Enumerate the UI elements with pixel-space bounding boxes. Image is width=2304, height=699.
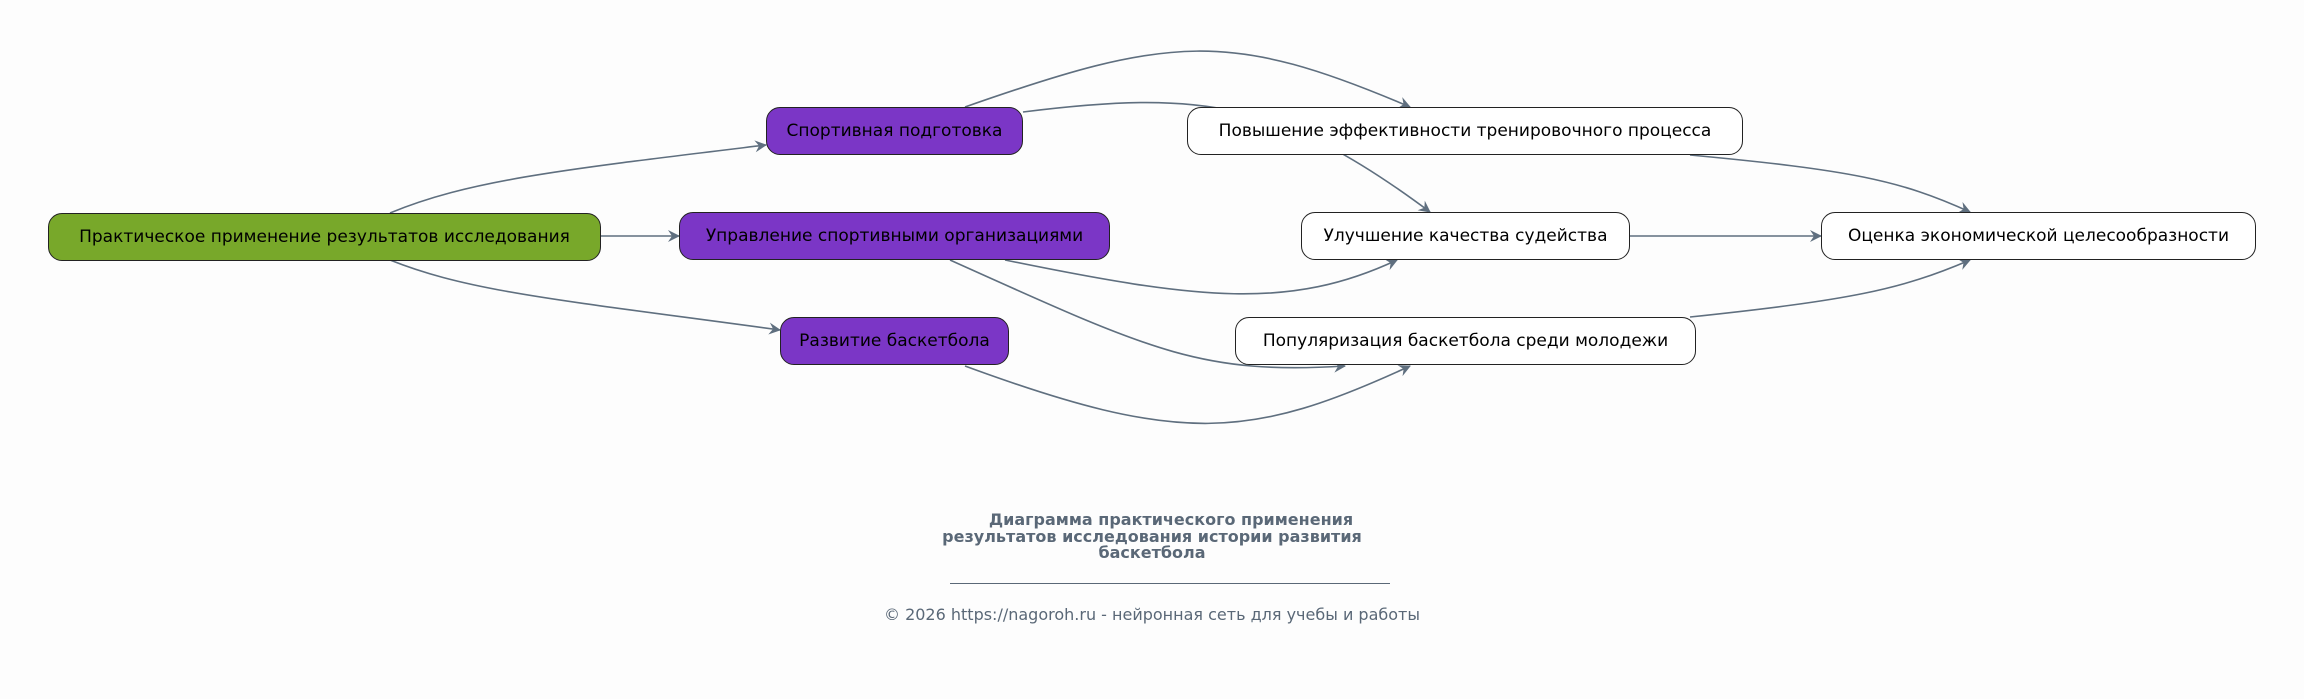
- footer-copyright: © 2026 https://nagoroh.ru - нейронная се…: [883, 605, 1420, 624]
- edge-root-sport: [389, 140, 767, 214]
- edge-management-popularization: [949, 259, 1346, 373]
- node-refereeing: Улучшение качества судейства: [1301, 212, 1630, 260]
- title-divider: [950, 583, 1390, 584]
- edge-sport-efficiency: [964, 50, 1411, 109]
- edge-root-development: [389, 259, 781, 335]
- node-management: Управление спортивными организациями: [679, 212, 1110, 260]
- title-line-1: Диаграмма практического применения: [988, 510, 1354, 529]
- edge-efficiency-economics: [1689, 154, 1971, 213]
- node-popularization: Популяризация баскетбола среди молодежи: [1235, 317, 1696, 365]
- title-line-3: баскетбола: [1098, 543, 1206, 562]
- node-development: Развитие баскетбола: [780, 317, 1009, 365]
- node-sport: Спортивная подготовка: [766, 107, 1023, 155]
- edge-development-popularization: [964, 365, 1411, 425]
- node-economics: Оценка экономической целесообразности: [1821, 212, 2256, 260]
- node-root: Практическое применение результатов иссл…: [48, 213, 601, 261]
- edge-popularization-economics: [1689, 258, 1971, 318]
- diagram-title: Диаграмма практического применения резул…: [0, 510, 2304, 562]
- edge-management-refereeing: [1004, 259, 1398, 295]
- title-line-2: результатов исследования истории развити…: [942, 526, 1362, 546]
- node-efficiency: Повышение эффективности тренировочного п…: [1187, 107, 1743, 155]
